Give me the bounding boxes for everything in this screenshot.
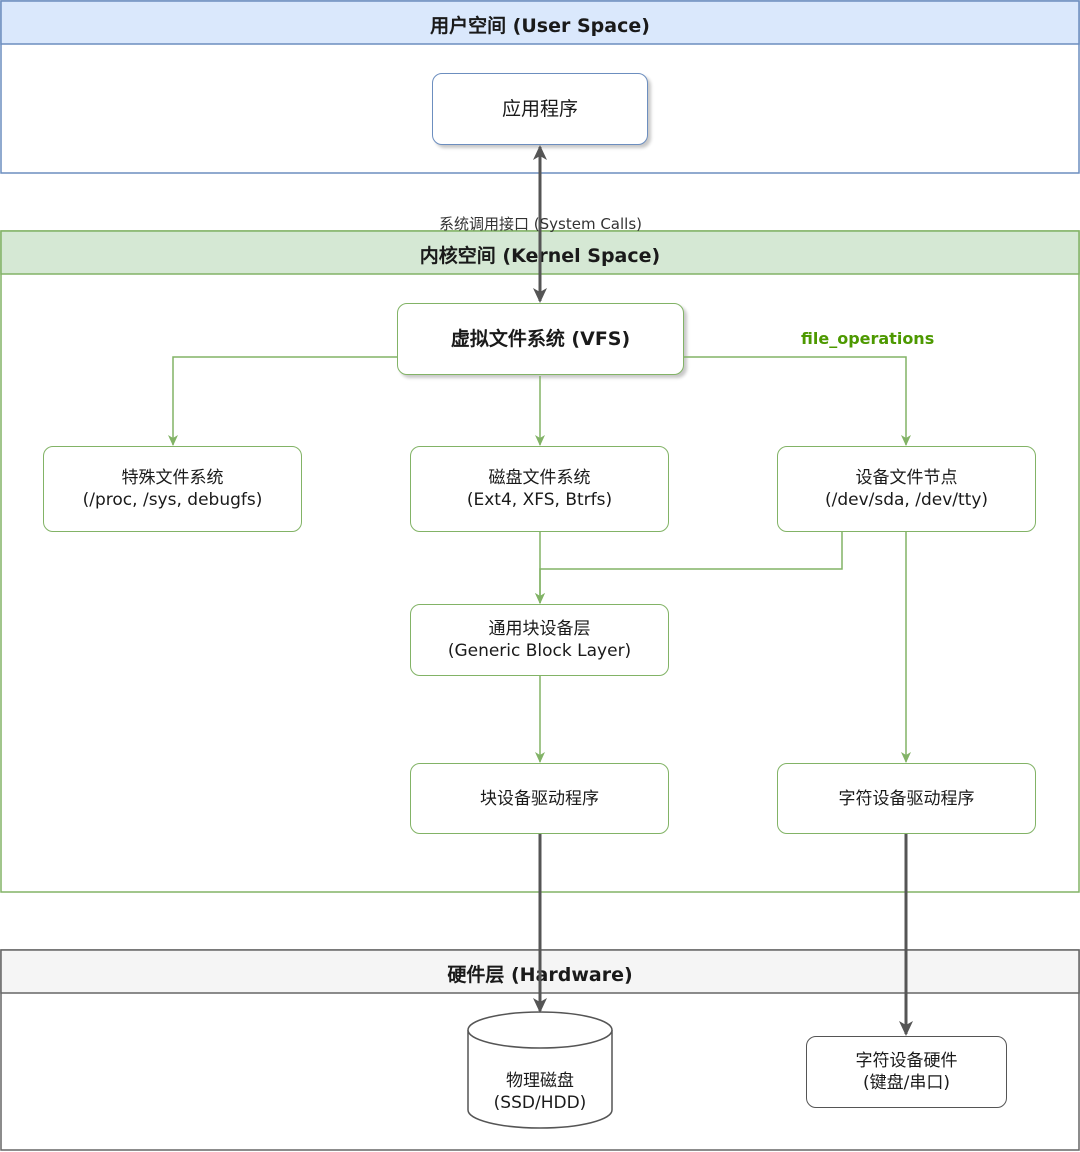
disk-fs-title: 磁盘文件系统 — [488, 468, 591, 488]
application-label: 应用程序 — [501, 98, 578, 120]
block-layer-node[interactable]: 通用块设备层 (Generic Block Layer) — [410, 604, 669, 676]
block-driver-label: 块设备驱动程序 — [480, 788, 599, 809]
device-nodes-node[interactable]: 设备文件节点 (/dev/sda, /dev/tty) — [777, 446, 1036, 532]
physical-disk-label: 物理磁盘 (SSD/HDD) — [468, 1070, 612, 1114]
device-nodes-title: 设备文件节点 — [855, 468, 958, 488]
vfs-node[interactable]: 虚拟文件系统 (VFS) — [397, 303, 684, 375]
file-operations-label: file_operations — [801, 329, 935, 348]
block-layer-subtitle: (Generic Block Layer) — [447, 641, 632, 661]
vfs-label: 虚拟文件系统 (VFS) — [450, 328, 631, 350]
special-fs-title: 特殊文件系统 — [121, 468, 224, 488]
char-driver-label: 字符设备驱动程序 — [838, 788, 975, 809]
special-fs-examples: (/proc, /sys, debugfs) — [82, 490, 263, 510]
disk-fs-node[interactable]: 磁盘文件系统 (Ext4, XFS, Btrfs) — [410, 446, 669, 532]
application-node[interactable]: 应用程序 — [432, 73, 648, 145]
char-hardware-title: 字符设备硬件 — [855, 1051, 958, 1071]
syscall-label: 系统调用接口 (System Calls) — [439, 215, 642, 233]
user-space-title: 用户空间 (User Space) — [430, 15, 650, 37]
char-driver-node[interactable]: 字符设备驱动程序 — [777, 763, 1036, 834]
hardware-title: 硬件层 (Hardware) — [447, 964, 633, 986]
special-fs-node[interactable]: 特殊文件系统 (/proc, /sys, debugfs) — [43, 446, 302, 532]
char-hardware-subtitle: (键盘/串口) — [863, 1073, 950, 1093]
physical-disk-title: 物理磁盘 — [506, 1071, 574, 1091]
physical-disk-subtitle: (SSD/HDD) — [493, 1093, 587, 1113]
disk-fs-examples: (Ext4, XFS, Btrfs) — [466, 490, 613, 510]
device-nodes-examples: (/dev/sda, /dev/tty) — [824, 490, 989, 510]
char-hardware-node[interactable]: 字符设备硬件 (键盘/串口) — [806, 1036, 1007, 1108]
block-layer-title: 通用块设备层 — [488, 619, 591, 639]
block-driver-node[interactable]: 块设备驱动程序 — [410, 763, 669, 834]
kernel-space-title: 内核空间 (Kernel Space) — [419, 245, 661, 267]
